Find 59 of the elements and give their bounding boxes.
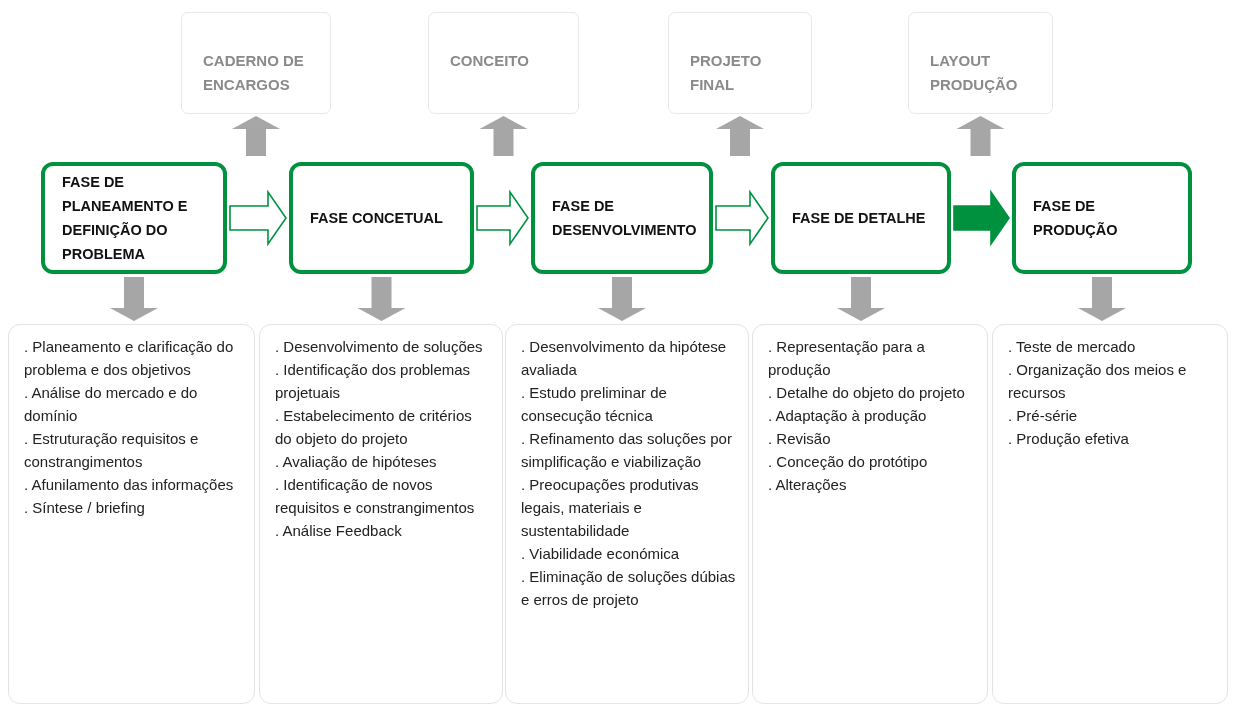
output-label: PROJETO FINAL [690,51,763,95]
phase-title: FASE CONCETUAL [310,209,444,228]
phase-title: FASE DE DESENVOLVIMENTO [552,197,698,240]
list-item: . Representação para a produção [768,337,926,380]
block-arrow [956,116,1005,156]
phase-box [41,162,227,274]
list-item: . Afunilamento das informações [24,475,235,495]
block-arrow [110,277,158,321]
list-item: . Análise do mercado e do domínio [24,383,199,426]
task-list-panel [259,324,503,704]
list-item: . Estruturação requisitos e constrangimentos [24,429,200,472]
block-arrow [1078,277,1126,321]
list-item: . Síntese / briefing [24,498,146,518]
list-item: . Avaliação de hipóteses [275,452,438,472]
output-label: CONCEITO [450,51,530,71]
list-item: . Planeamento e clarificação do problema e dos objetivos [24,337,235,380]
task-list-panel [992,324,1228,704]
phase-title: FASE DE PLANEAMENTO E DEFINIÇÃO DO PROBLEMA [62,173,189,264]
list-item: . Revisão [768,429,832,449]
output-label: CADERNO DE ENCARGOS [203,51,305,95]
list-item: . Análise Feedback [275,521,403,541]
list-item: . Teste de mercado [1008,337,1137,357]
block-arrow [232,116,280,156]
block-arrow [479,116,528,156]
list-item: . Refinamento das soluções por simplificação e viabilização [521,429,733,472]
list-item: . Desenvolvimento de soluções [275,337,484,357]
phase-box [771,162,951,274]
task-list-panel [8,324,255,704]
task-list-panel [505,324,749,704]
list-item: . Eliminação de soluções dúbias e erros de projeto [521,567,737,610]
phase-title: FASE DE PRODUÇÃO [1033,197,1119,240]
block-arrow [598,277,646,321]
list-item: . Identificação de novos requisitos e constrangimentos [275,475,476,518]
list-item: . Preocupações produtivas legais, materiais e sustentabilidade [521,475,700,541]
list-item: . Conceção do protótipo [768,452,929,472]
phase-box [1012,162,1192,274]
phase-title: FASE DE DETALHE [792,209,927,228]
output-label: LAYOUT PRODUÇÃO [930,51,1019,95]
block-arrow [953,189,1010,247]
list-item: . Produção efetiva [1008,429,1130,449]
list-item: . Estabelecimento de critérios do objeto do projeto [275,406,473,449]
list-item: . Alterações [768,475,848,495]
task-list-panel [752,324,988,704]
list-item: . Desenvolvimento da hipótese avaliada [521,337,728,380]
block-arrow [229,189,287,247]
phase-box [289,162,474,274]
list-item: . Estudo preliminar de consecução técnica [521,383,668,426]
block-arrow [715,189,769,247]
list-item: . Detalhe do objeto do projeto [768,383,966,403]
block-arrow [357,277,406,321]
list-item: . Organização dos meios e recursos [1008,360,1188,403]
list-item: . Adaptação à produção [768,406,928,426]
list-item: . Pré-série [1008,406,1079,426]
block-arrow [837,277,885,321]
list-item: . Identificação dos problemas projetuais [275,360,472,403]
list-item: . Viabilidade económica [521,544,681,564]
block-arrow [716,116,764,156]
phase-box [531,162,713,274]
block-arrow [476,189,529,247]
